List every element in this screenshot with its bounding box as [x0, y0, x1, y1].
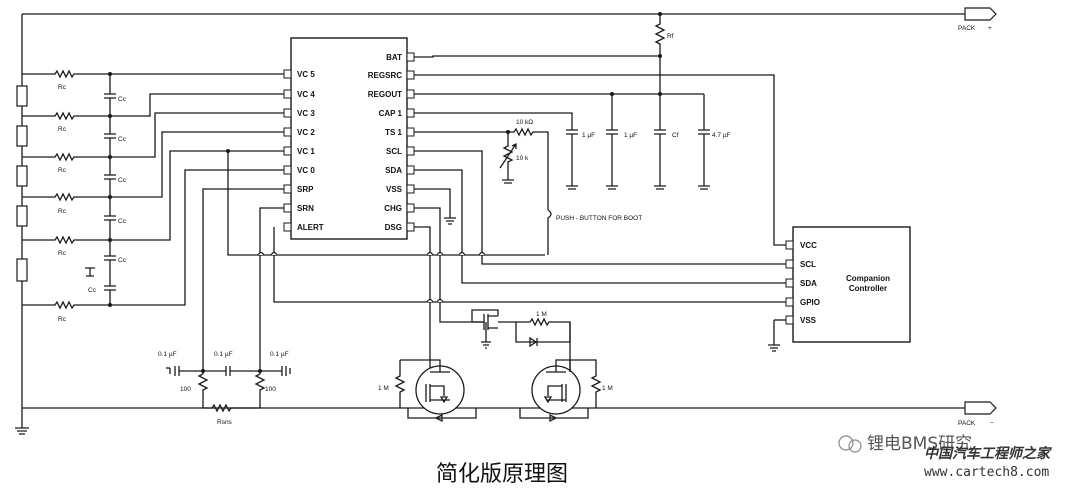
ntc-10k-label: 10 k: [516, 155, 529, 162]
r-1m-label-left: 1 M: [378, 385, 389, 392]
cc-label-4: Cc: [118, 218, 127, 225]
rc-label-2: Rc: [58, 126, 67, 133]
pack-minus-rail: [22, 401, 997, 415]
companion-pin-vss: VSS: [800, 316, 817, 325]
companion-title-line2: Controller: [849, 284, 887, 293]
pin-vc3: VC 3: [297, 109, 315, 118]
r-10kohm-label: 10 kΩ: [516, 119, 533, 126]
cap-4-7uf-label: 4.7 µF: [712, 132, 731, 139]
cc-label-6: Cc: [88, 287, 97, 294]
r-100-label-1: 100: [180, 386, 191, 393]
pack-minus-sign: −: [990, 420, 994, 427]
cf-label: Cf: [672, 132, 679, 139]
cell-filter-capacitors: [85, 74, 116, 305]
pack-plus-sign: +: [988, 25, 992, 32]
cap-1uf-label-2: 1 µF: [624, 132, 637, 139]
regout-rail: [414, 90, 710, 190]
cc-label-3: Cc: [118, 177, 127, 184]
cc-label-5: Cc: [118, 257, 127, 264]
ic-right-pin-boxes: [406, 52, 415, 232]
companion-pin-scl: SCL: [800, 260, 816, 269]
watermark: 锂电BMS研究 中国汽车工程师之家 www.cartech8.com: [838, 434, 1052, 480]
ic-main: [290, 37, 408, 240]
cc-label-1: Cc: [118, 96, 127, 103]
rc-label-3: Rc: [58, 167, 67, 174]
pin-dsg: DSG: [385, 223, 402, 232]
pack-plus-label: PACK: [958, 25, 976, 32]
r-1m-label-top: 1 M: [536, 311, 547, 318]
pin-cap1: CAP 1: [379, 109, 403, 118]
pin-vc0: VC 0: [297, 166, 315, 175]
push-button-label: PUSH - BUTTON FOR BOOT: [556, 215, 642, 222]
pin-srp: SRP: [297, 185, 314, 194]
pin-vss: VSS: [386, 185, 403, 194]
pin-scl: SCL: [386, 147, 402, 156]
rc-label-6: Rc: [58, 316, 67, 323]
rc-label-5: Rc: [58, 250, 67, 257]
ic-left-pin-boxes: [283, 69, 292, 232]
pin-alert: ALERT: [297, 223, 324, 232]
pin-bat: BAT: [386, 53, 402, 62]
pin-ts1: TS 1: [385, 128, 402, 137]
ic-companion: [785, 226, 911, 343]
watermark-site-cn: 中国汽车工程师之家: [924, 445, 1052, 462]
pack-plus-rail: [22, 7, 997, 21]
rc-label-4: Rc: [58, 208, 67, 215]
pin-vc5: VC 5: [297, 70, 315, 79]
bat-rf-wires: [414, 14, 786, 246]
wechat-icon: [838, 435, 854, 451]
pin-srn: SRN: [297, 204, 314, 213]
pin-vc1: VC 1: [297, 147, 315, 156]
rf-label: Rf: [667, 33, 674, 40]
cell-tap-resistors: [22, 69, 110, 310]
pin-regout: REGOUT: [368, 90, 402, 99]
mosfet-charge: [519, 359, 602, 423]
diagram-caption: 简化版原理图: [436, 462, 568, 487]
rsns-label: Rsns: [217, 419, 233, 426]
companion-title-line1: Companion: [846, 274, 890, 283]
pin-vc2: VC 2: [297, 128, 315, 137]
companion-pin-vcc: VCC: [800, 241, 817, 250]
rc-label-1: Rc: [58, 84, 67, 91]
cap-1uf-label-1: 1 µF: [582, 132, 595, 139]
companion-pin-sda: SDA: [800, 279, 817, 288]
cap-0-1uf-label-2: 0.1 µF: [214, 351, 233, 358]
pack-minus-label: PACK: [958, 420, 976, 427]
cap-0-1uf-label-1: 0.1 µF: [158, 351, 177, 358]
r-100-label-2: 100: [265, 386, 276, 393]
mosfet-discharge: [394, 359, 477, 423]
cc-label-2: Cc: [118, 136, 127, 143]
pin-sda: SDA: [385, 166, 402, 175]
cap1-wires: [414, 112, 578, 190]
watermark-wechat: 锂电BMS研究: [867, 434, 972, 454]
watermark-site-url: www.cartech8.com: [924, 465, 1049, 480]
ts1-network: [414, 127, 552, 255]
pin-regsrc: REGSRC: [368, 71, 402, 80]
r-1m-label-right: 1 M: [602, 385, 613, 392]
pin-chg: CHG: [384, 204, 402, 213]
sense-network: [166, 188, 291, 413]
charge-pump-fets: [471, 309, 571, 372]
wire-crossings: [257, 251, 486, 303]
companion-pin-gpio: GPIO: [800, 298, 820, 307]
cap-0-1uf-label-3: 0.1 µF: [270, 351, 289, 358]
battery-cells: [16, 85, 28, 282]
pin-vc4: VC 4: [297, 90, 315, 99]
ground-symbol-left: [15, 427, 29, 435]
